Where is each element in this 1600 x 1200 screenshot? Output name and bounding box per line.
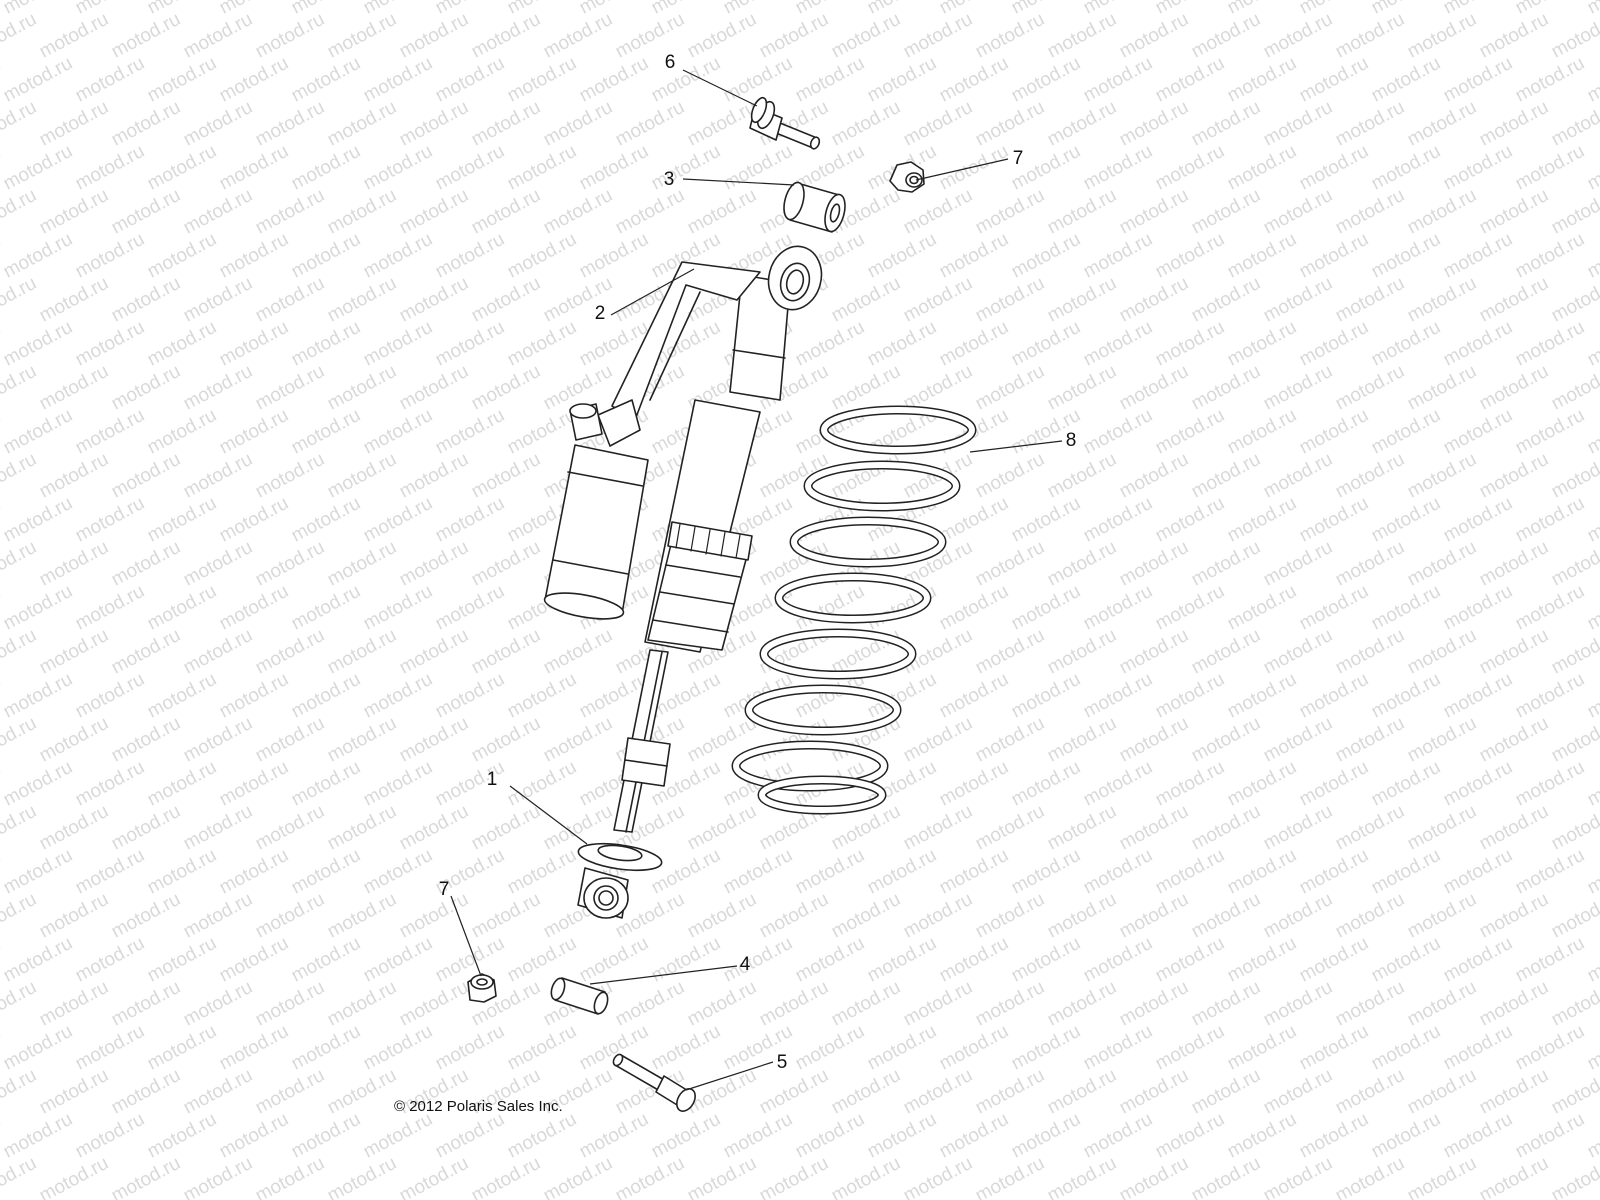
part-7-nut-bottom: [467, 973, 497, 1003]
callout-6: 6: [665, 52, 676, 73]
part-5-bolt: [612, 1053, 696, 1112]
callout-7-bottom: 7: [439, 879, 450, 900]
callout-4: 4: [740, 954, 751, 975]
part-8-coil-spring: [731, 405, 977, 815]
callout-7-top: 7: [1013, 148, 1024, 169]
callout-3: 3: [664, 169, 675, 190]
callout-2: 2: [595, 303, 606, 324]
callout-5: 5: [777, 1052, 788, 1073]
callout-1: 1: [487, 769, 498, 790]
part-3-sleeve: [783, 181, 846, 233]
callout-labels: 1 2 3 4 5 6 7 7 8: [439, 52, 1077, 1073]
part-4-sleeve: [550, 977, 609, 1015]
copyright-text: © 2012 Polaris Sales Inc.: [394, 1098, 563, 1115]
callout-8: 8: [1066, 430, 1077, 451]
part-7-nut-top: [889, 161, 925, 193]
part-6-bolt: [749, 96, 821, 150]
part-1-shock-absorber: [543, 245, 823, 919]
leader-lines: [450, 69, 1063, 1091]
